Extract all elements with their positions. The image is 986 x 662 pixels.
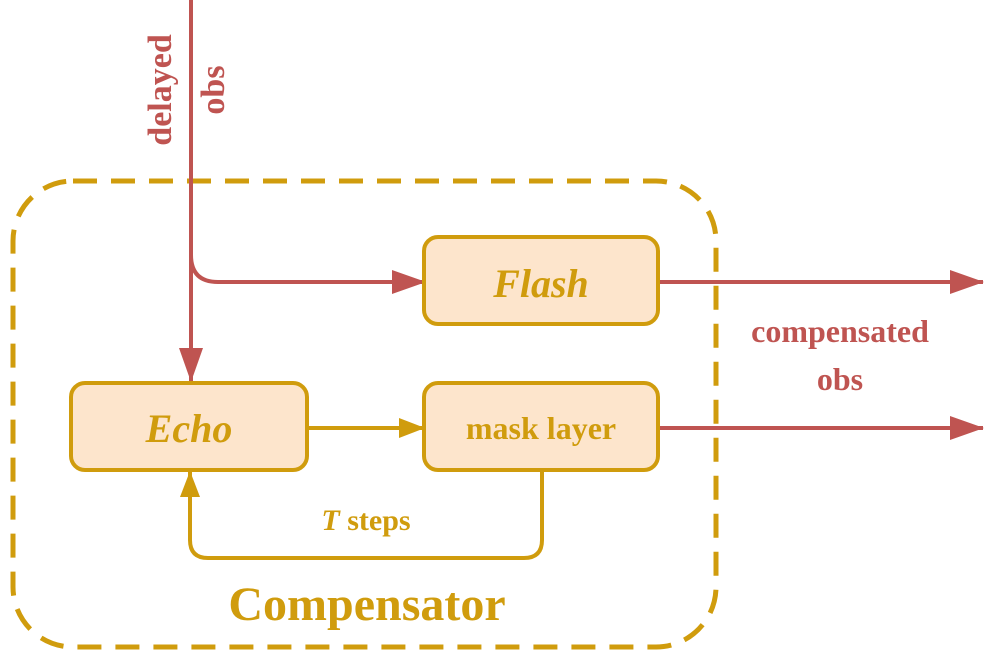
flash-label: Flash	[492, 261, 589, 306]
flash-node: Flash	[422, 235, 660, 326]
output-label-line1: compensated	[751, 313, 929, 349]
loop-label: T steps	[321, 504, 410, 537]
input-label-line2: obs	[195, 65, 232, 114]
branch-arrow-to-flash	[189, 254, 426, 294]
echo-label: Echo	[145, 406, 233, 451]
container-title: Compensator	[228, 578, 505, 631]
echo-node: Echo	[69, 381, 309, 472]
input-label-line1: delayed	[142, 34, 179, 146]
output-label-line2: obs	[817, 361, 863, 397]
mask-layer-node: mask layer	[422, 381, 660, 472]
loop-text: steps	[340, 504, 411, 537]
feedback-loop-arrow	[180, 469, 544, 560]
loop-variable: T	[321, 504, 341, 537]
compensator-container	[10, 178, 719, 650]
mask-layer-label: mask layer	[466, 410, 616, 446]
